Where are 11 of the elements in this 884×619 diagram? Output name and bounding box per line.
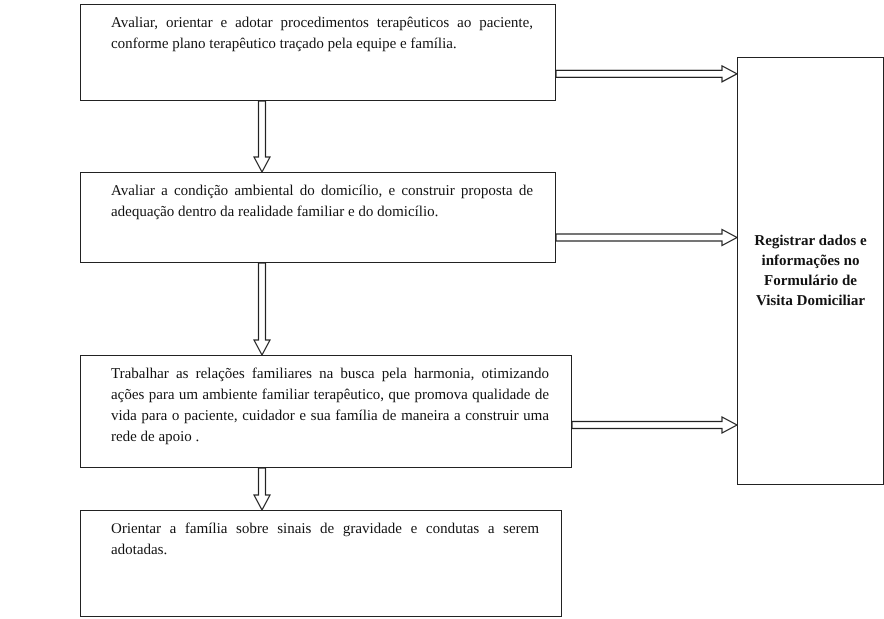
result-box: Registrar dados e informações no Formulário de Visita Domiciliar bbox=[737, 57, 884, 485]
step-box: Trabalhar as relações familiares na busca pela harmonia, otimizando ações para um ambiente familiar terapêutico, que promova qualidade de vida para o paciente, cuidador e sua família de maneira a construir uma rede de apoio . bbox=[80, 355, 572, 468]
block-arrow bbox=[555, 228, 738, 247]
block-arrow bbox=[253, 262, 271, 356]
step-box: Avaliar a condição ambiental do domicílio, e construir proposta de adequação dentro da realidade familiar e do domicílio. bbox=[80, 172, 556, 263]
block-arrow bbox=[571, 416, 738, 434]
step-box: Orientar a família sobre sinais de gravidade e condutas a serem adotadas. bbox=[80, 510, 562, 617]
block-arrow bbox=[253, 100, 271, 174]
step-box: Avaliar, orientar e adotar procedimentos terapêuticos ao paciente, conforme plano terapêutico traçado pela equipe e família. bbox=[80, 4, 556, 101]
block-arrow bbox=[555, 64, 738, 83]
block-arrow bbox=[253, 467, 271, 512]
